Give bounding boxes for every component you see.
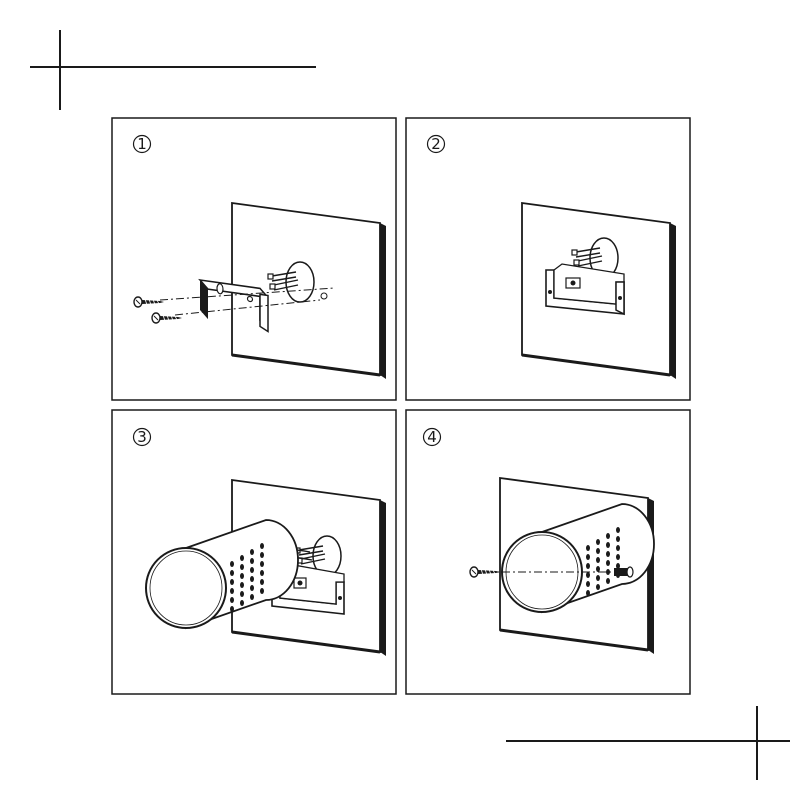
step-number-4: 4 xyxy=(422,427,442,447)
step-panel-2: 2 xyxy=(405,117,691,401)
svg-text:2: 2 xyxy=(431,135,441,153)
step-panel-4: 4 xyxy=(405,409,691,695)
step-number-3: 3 xyxy=(132,427,152,447)
step-number-2: 2 xyxy=(426,134,446,154)
screw-icon xyxy=(614,566,634,578)
corner-mark-bottom-right xyxy=(506,706,790,780)
svg-text:4: 4 xyxy=(427,428,437,446)
corner-mark-top-left xyxy=(30,30,316,110)
step-number-1: 1 xyxy=(132,134,152,154)
mounting-bracket-icon xyxy=(545,263,625,316)
mounting-bracket-icon xyxy=(198,278,269,333)
step-panel-1: 1 xyxy=(111,117,397,401)
step-panel-3: 3 xyxy=(111,409,397,695)
svg-text:1: 1 xyxy=(137,135,147,153)
svg-text:3: 3 xyxy=(137,428,147,446)
connector-block-icon xyxy=(565,277,581,289)
